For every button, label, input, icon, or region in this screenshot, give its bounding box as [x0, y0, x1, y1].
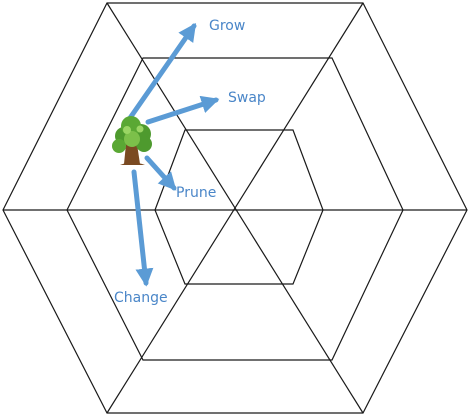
change-arrow: [131, 169, 154, 287]
grow-label: Grow: [209, 18, 245, 34]
radial-spokes: [3, 2, 467, 414]
operation-arrows: [127, 23, 220, 287]
spoke-diagonal-b: [106, 2, 364, 414]
swap-label: Swap: [228, 90, 266, 106]
swap-arrow: [145, 95, 220, 125]
grow-arrow: [127, 23, 197, 121]
inner-hexagon: [154, 129, 324, 285]
prune-arrow: [144, 155, 177, 191]
tree-icon: [112, 116, 152, 165]
prune-label: Prune: [176, 185, 216, 201]
change-label: Change: [114, 290, 168, 306]
